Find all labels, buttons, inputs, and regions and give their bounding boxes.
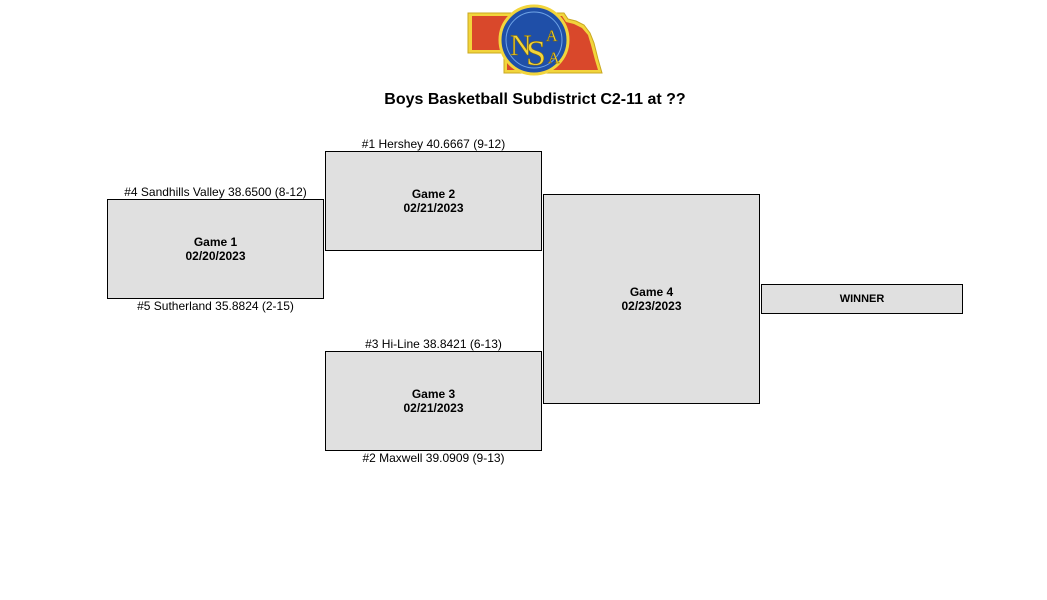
winner-box[interactable]: WINNER (761, 284, 963, 314)
game-2-label: Game 2 (411, 187, 456, 201)
game-3-date: 02/21/2023 (403, 401, 464, 415)
game-3-label: Game 3 (411, 387, 456, 401)
game-4-date: 02/23/2023 (621, 299, 682, 313)
game-2-box[interactable]: Game 2 02/21/2023 (325, 151, 542, 251)
svg-text:N: N (510, 29, 532, 62)
team-seed-3: #3 Hi-Line 38.8421 (6-13) (365, 337, 502, 351)
page-title: Boys Basketball Subdistrict C2-11 at ?? (384, 91, 686, 108)
winner-label: WINNER (839, 293, 885, 305)
svg-text:S: S (526, 33, 546, 73)
nsaa-logo: N S A A (467, 4, 603, 76)
game-4-box[interactable]: Game 4 02/23/2023 (543, 194, 760, 404)
game-3-box[interactable]: Game 3 02/21/2023 (325, 351, 542, 451)
team-seed-5: #5 Sutherland 35.8824 (2-15) (137, 299, 294, 313)
game-4-label: Game 4 (629, 285, 674, 299)
game-2-date: 02/21/2023 (403, 201, 464, 215)
svg-text:A: A (546, 28, 558, 45)
game-1-date: 02/20/2023 (185, 249, 246, 263)
game-1-box[interactable]: Game 1 02/20/2023 (107, 199, 324, 299)
svg-text:A: A (548, 50, 560, 67)
team-seed-4: #4 Sandhills Valley 38.6500 (8-12) (124, 185, 307, 199)
team-seed-2: #2 Maxwell 39.0909 (9-13) (362, 451, 505, 465)
team-seed-1: #1 Hershey 40.6667 (9-12) (361, 137, 506, 151)
game-1-label: Game 1 (193, 235, 238, 249)
